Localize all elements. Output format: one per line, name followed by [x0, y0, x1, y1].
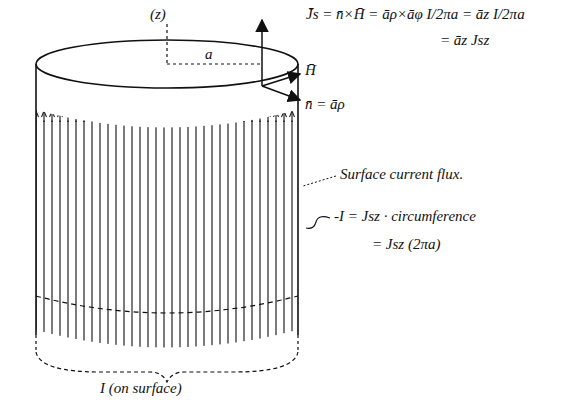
current-lines [36, 100, 298, 360]
current-arrowheads [36, 110, 298, 122]
radius-line [167, 63, 262, 64]
equation: J̄s = n̄×H̄ = āρ×āφ I/2πa = āz I/2πa [306, 6, 525, 23]
brace-label: I (on surface) [100, 380, 182, 397]
vector-label: H̄ [305, 62, 316, 79]
vector-label: n̄ = āρ [305, 96, 345, 113]
cut-line [36, 296, 298, 313]
h-vector [262, 74, 300, 86]
radius-label: a [205, 46, 213, 63]
cylinder-side [35, 64, 37, 335]
js-vector [261, 20, 263, 86]
leader-line [303, 176, 336, 186]
leader-squiggle [306, 217, 330, 229]
brace [36, 352, 298, 382]
cylinder-side [297, 64, 299, 335]
note: Surface current flux. [340, 166, 463, 183]
equation: = āz Jsz [440, 32, 489, 49]
n-vector [262, 86, 300, 100]
equation: = Jsz (2πa) [372, 236, 440, 253]
axis-label: (z) [150, 6, 166, 23]
equation: -I = Jsz · circumference [334, 208, 476, 225]
cylinder-top [36, 40, 298, 88]
z-axis [166, 24, 167, 64]
cylinder-continue [36, 335, 298, 350]
